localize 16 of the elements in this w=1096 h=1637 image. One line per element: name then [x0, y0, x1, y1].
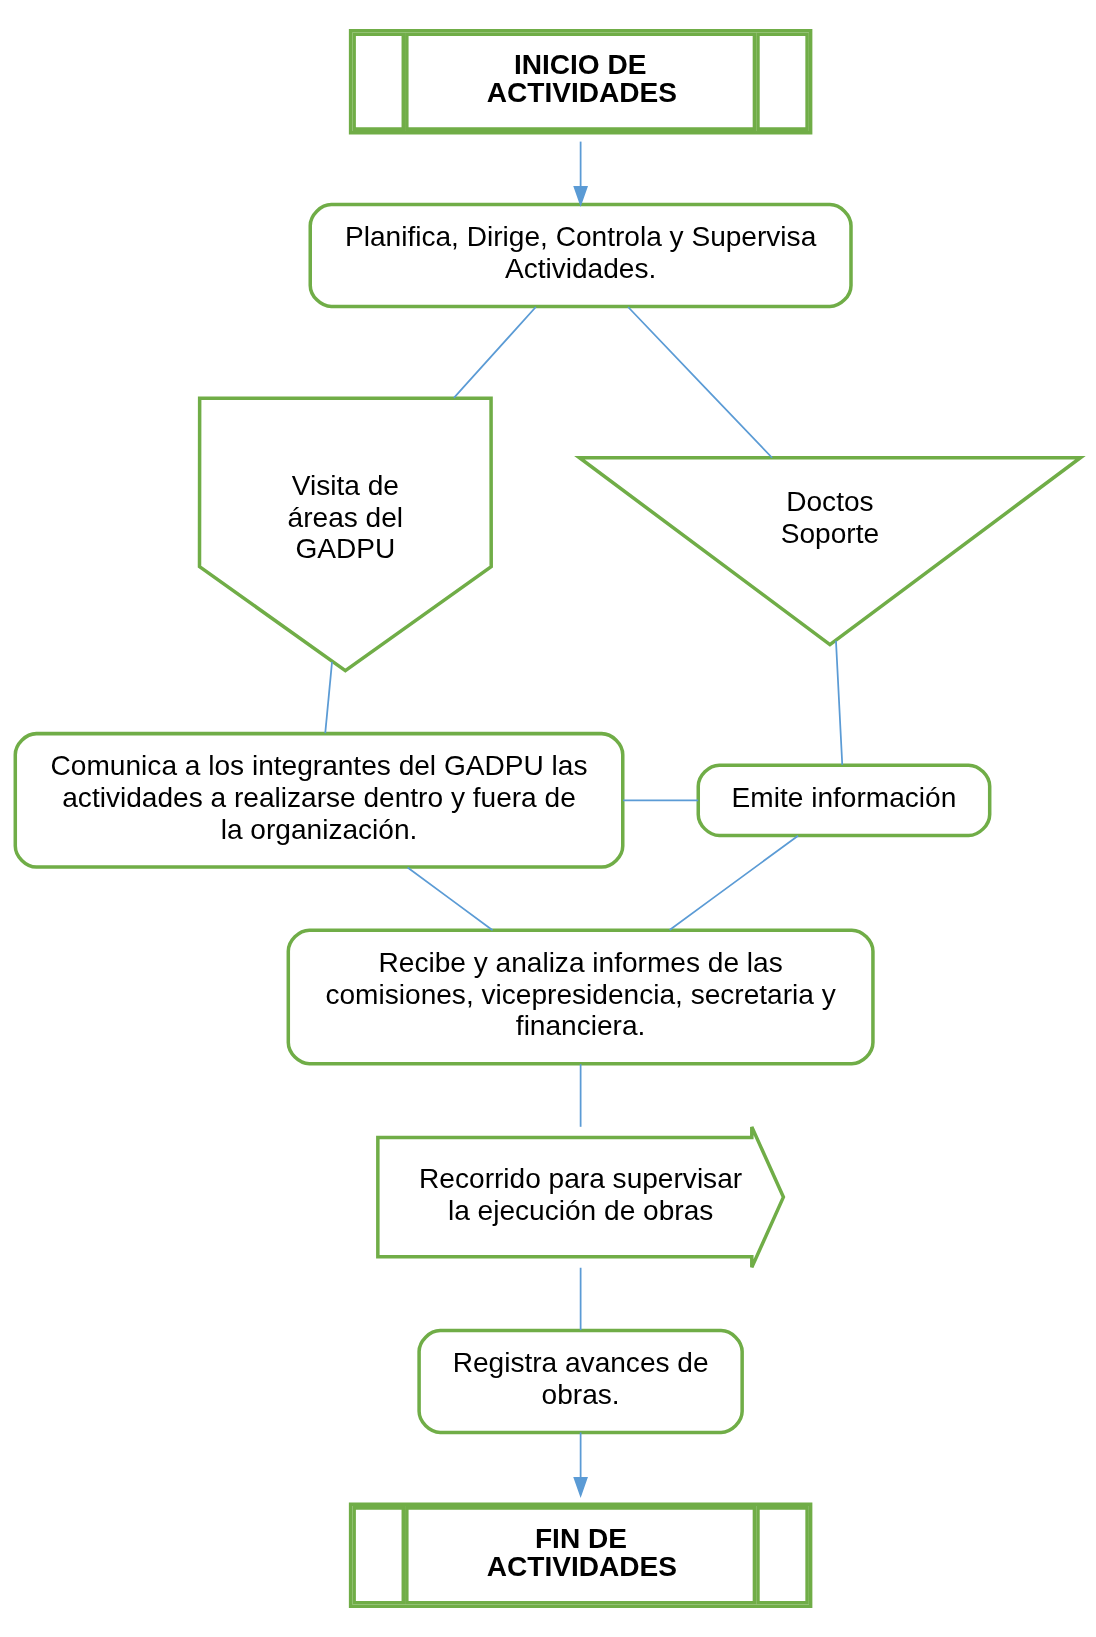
node-box: Emite información: [696, 763, 992, 838]
connector: [835, 639, 844, 766]
node-box: Recibe y analiza informes de las comisiones, vicepresidencia, secretaria y financiera.: [286, 928, 875, 1066]
node-box: Planifica, Dirige, Controla y Supervisa Actividades.: [308, 202, 853, 309]
connector: [406, 866, 494, 932]
connector: [579, 1266, 582, 1331]
node-box: Comunica a los integrantes del GADPU las actividades a realizarse dentro y fuera de la organización.: [13, 731, 625, 869]
node-box: Registra avances de obras.: [417, 1328, 744, 1435]
connector: [453, 306, 537, 399]
arrow: [573, 1431, 588, 1498]
arrow: [573, 140, 588, 208]
connector: [622, 799, 699, 802]
connector: [668, 834, 799, 931]
connector: [627, 306, 773, 459]
connector: [579, 1063, 582, 1128]
connector: [324, 660, 333, 735]
